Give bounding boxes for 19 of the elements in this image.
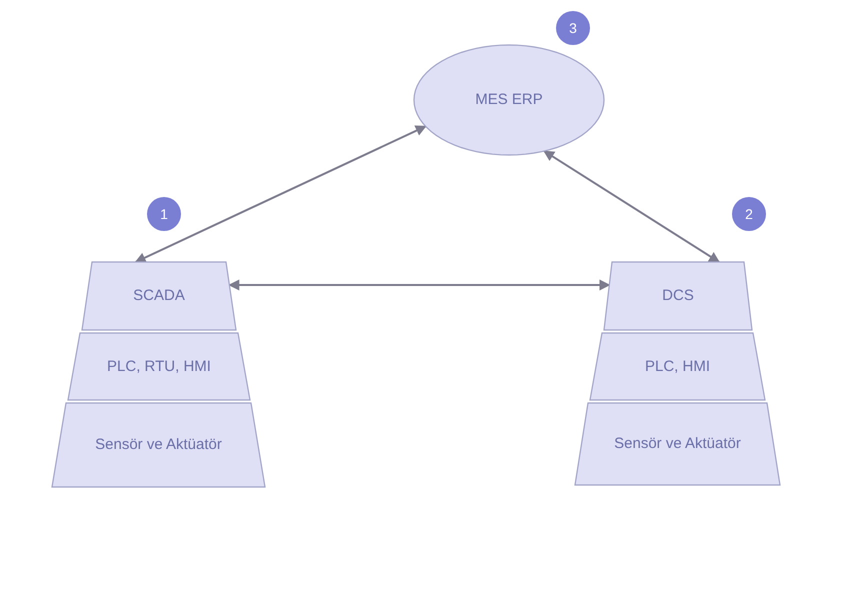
layer-label: MES ERP (475, 90, 543, 110)
number-badge: 1 (147, 197, 181, 231)
layer-label: Sensör ve Aktüatör (614, 434, 741, 454)
layer-label: PLC, HMI (644, 356, 710, 377)
pyramid-layer (68, 333, 250, 400)
layer-label: PLC, RTU, HMI (107, 356, 211, 377)
layer-label: DCS (662, 286, 694, 306)
layer-label: Sensör ve Aktüatör (95, 435, 222, 456)
double-arrow (543, 150, 720, 263)
pyramid-layer (575, 403, 780, 485)
pyramid-layer (82, 262, 236, 330)
number-badge: 2 (732, 197, 766, 231)
pyramid-layer (590, 333, 765, 400)
double-arrow (134, 125, 427, 263)
number-badge: 3 (556, 11, 590, 45)
double-arrow (228, 280, 610, 290)
pyramid-layer (52, 403, 265, 487)
layer-label: SCADA (133, 286, 185, 306)
pyramid-layer (604, 262, 752, 330)
